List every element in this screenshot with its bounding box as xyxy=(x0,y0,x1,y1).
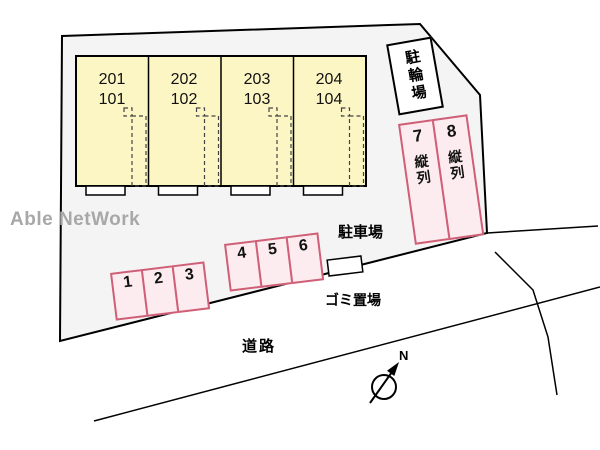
stall-number: 5 xyxy=(267,240,279,259)
unit-label-3: 203 103 xyxy=(221,70,293,110)
tandem-label: 縦列 xyxy=(446,148,467,183)
bicycle-parking-label: 駐輪場 xyxy=(401,47,429,105)
stall-number: 1 xyxy=(122,273,134,292)
parking-stall-3: 3 xyxy=(171,261,211,314)
parking-stall-6: 6 xyxy=(285,232,325,285)
stall-number: 4 xyxy=(236,244,248,263)
stall-number: 8 xyxy=(445,121,458,142)
unit-label-4: 204 104 xyxy=(293,70,365,110)
unit-room-lower: 104 xyxy=(315,91,343,108)
unit-room-upper: 204 xyxy=(315,71,343,88)
garbage-area-label: ゴミ置場 xyxy=(325,292,381,308)
unit-room-upper: 201 xyxy=(98,71,126,88)
unit-label-1: 201 101 xyxy=(76,70,148,110)
stall-number: 2 xyxy=(153,269,165,288)
garbage-box xyxy=(326,255,364,277)
road-label: 道路 xyxy=(242,338,277,355)
compass-circle xyxy=(371,374,397,400)
unit-room-upper: 202 xyxy=(170,71,198,88)
unit-entry-dashed-marks xyxy=(123,107,365,187)
compass-arrowhead xyxy=(387,362,399,376)
stall-number: 6 xyxy=(297,236,309,255)
north-label: N xyxy=(399,348,408,363)
neighbor-boundary-right xyxy=(486,225,599,234)
unit-label-2: 202 102 xyxy=(148,70,220,110)
compass-needle xyxy=(369,371,393,404)
neighbor-boundary-bottom-right xyxy=(494,251,558,396)
road-edge-line xyxy=(93,286,600,422)
entry-steps xyxy=(85,185,344,196)
stall-number: 7 xyxy=(411,125,424,146)
tandem-label: 縦列 xyxy=(412,153,433,187)
unit-room-lower: 101 xyxy=(98,91,126,108)
parking-lot-label: 駐車場 xyxy=(338,224,384,241)
watermark: Able NetWork xyxy=(10,209,141,230)
compass-north-icon: N xyxy=(369,348,408,404)
building xyxy=(75,55,367,196)
stall-number: 3 xyxy=(183,265,195,284)
unit-room-lower: 102 xyxy=(170,91,198,108)
unit-room-upper: 203 xyxy=(243,71,271,88)
unit-room-lower: 103 xyxy=(243,91,271,108)
